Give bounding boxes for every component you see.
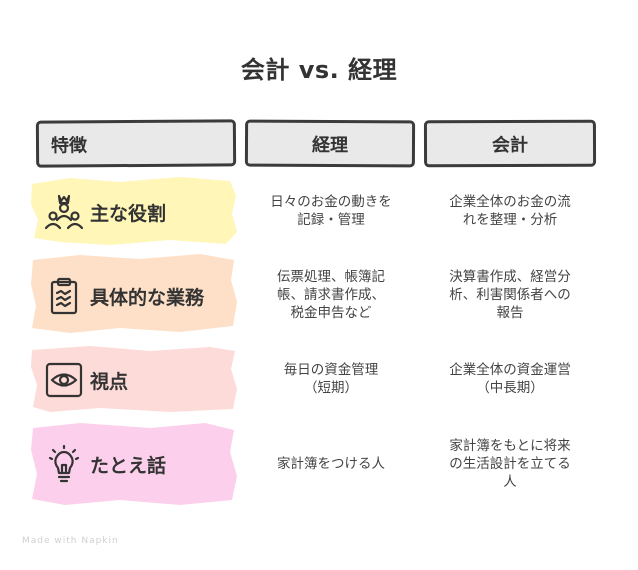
header-keiri: 経理 [244, 119, 416, 168]
header-feature: 特徴 [35, 119, 237, 168]
footer-watermark: Made with Napkin [22, 536, 119, 546]
row-label-text: 具体的な業務 [90, 286, 205, 309]
lightbulb-icon [44, 444, 84, 484]
row-label-text: 視点 [90, 370, 129, 393]
cell-keiri-analogy: 家計簿をつける人 [277, 456, 385, 472]
row-4-highlight [30, 422, 238, 506]
cell-keiri-role: 日々のお金の動きを 記録・管理 [270, 194, 392, 228]
row-3-highlight [30, 345, 238, 413]
row-label-role: 主な役割 [44, 190, 234, 234]
cell-kaikei-tasks: 決算書作成、経営分 析、利害関係者への 報告 [449, 269, 571, 321]
row-label-text: 主な役割 [90, 202, 167, 225]
eye-icon [44, 360, 84, 400]
team-leader-icon [44, 192, 84, 232]
row-label-tasks: 具体的な業務 [44, 274, 234, 318]
clipboard-icon [44, 276, 84, 316]
cell-keiri-viewpoint: 毎日の資金管理 （短期） [283, 362, 379, 396]
header-kaikei: 会計 [423, 119, 597, 168]
row-label-viewpoint: 視点 [44, 358, 234, 402]
row-label-analogy: たとえ話 [44, 442, 234, 486]
page-title: 会計 vs. 経理 [240, 56, 398, 84]
row-label-text: たとえ話 [90, 454, 167, 477]
cell-kaikei-analogy: 家計簿をもとに将来 の生活設計を立てる 人 [449, 438, 571, 490]
cell-kaikei-viewpoint: 企業全体の資金運営 （中長期） [449, 362, 571, 396]
cell-keiri-tasks: 伝票処理、帳簿記 帳、請求書作成、 税金申告など [277, 269, 385, 321]
cell-kaikei-role: 企業全体のお金の流 れを整理・分析 [449, 194, 571, 228]
row-2-highlight [30, 254, 238, 334]
